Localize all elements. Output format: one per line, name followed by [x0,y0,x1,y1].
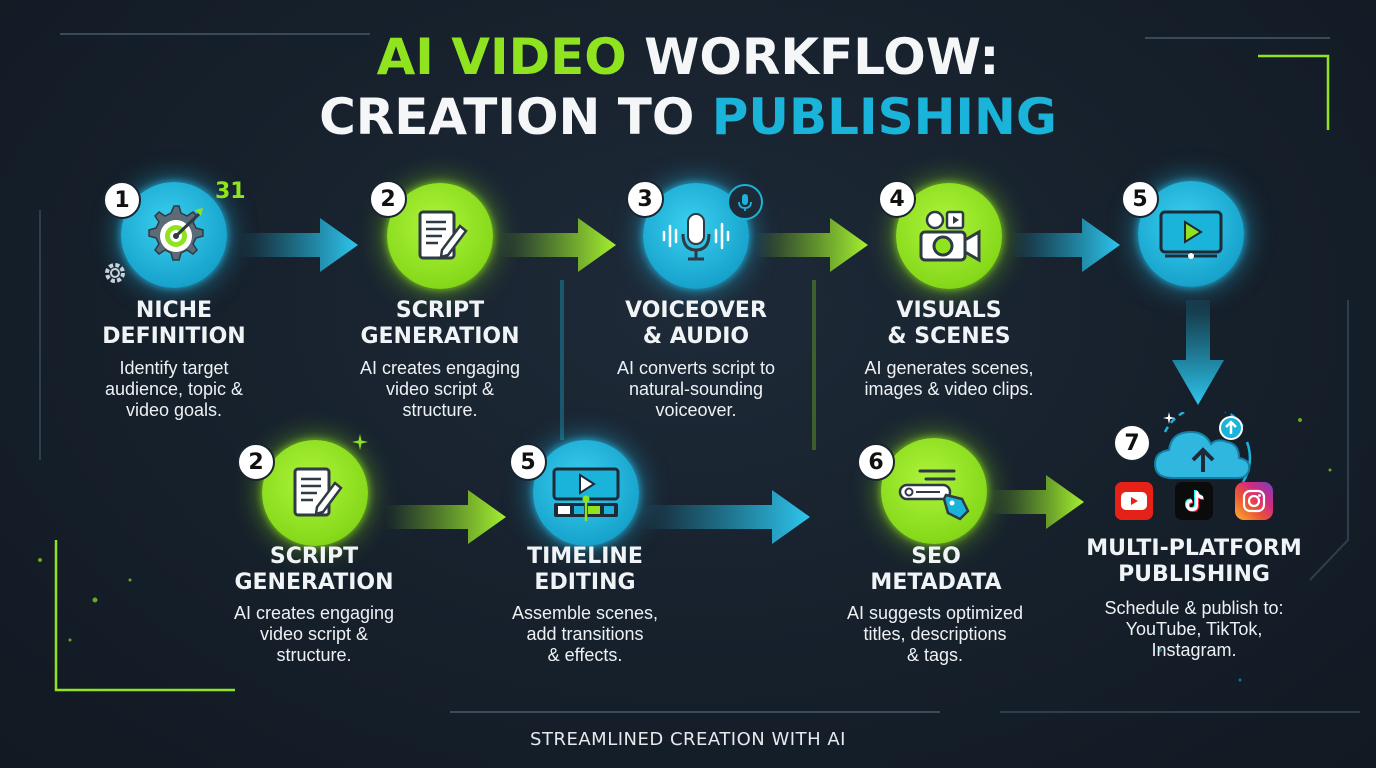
node-2-desc: AI creates engaging video script & struc… [359,358,521,420]
document-pencil-icon [418,210,468,260]
step-badge: 7 [1113,424,1151,462]
arrow-2-3 [500,218,616,272]
node-6-desc: AI suggests optimized titles, descriptio… [846,603,1024,665]
timeline-editor-icon [552,467,620,521]
cloud-upload-icon [1153,412,1252,483]
target-gear-icon [148,205,204,261]
title-text: CREATION TO [319,88,695,146]
arrow-r2-1 [385,490,506,544]
node-5b-title: TIMELINE EDITING [527,544,643,595]
step-badge: 6 [857,443,895,481]
title-highlight: PUBLISHING [711,88,1057,146]
microphone-icon [662,213,730,261]
arrow-r2-3 [990,475,1084,529]
camera-icon [919,210,981,263]
step-badge: 5 [1121,180,1159,218]
youtube-icon[interactable] [1115,482,1153,520]
instagram-icon[interactable] [1235,482,1273,520]
title-text: WORKFLOW: [644,28,1000,86]
step-badge: 2 [369,180,407,218]
step-badge: 2 [237,443,275,481]
node-1-circle [121,182,227,288]
footer-tagline: STREAMLINED CREATION WITH AI [530,729,846,750]
sparkle-icon [1163,412,1175,424]
svg-text:31: 31 [215,179,246,202]
title-highlight: AI VIDEO [376,28,627,86]
node-2-title: SCRIPT GENERATION [360,298,520,349]
node-4-desc: AI generates scenes, images & video clip… [864,358,1034,399]
step-badge: 4 [878,180,916,218]
step-badge: 5 [509,443,547,481]
sparkle-icon [352,434,368,450]
page-title-line-1: AI VIDEO WORKFLOW: [0,28,1376,86]
mic-badge-icon [727,184,763,220]
search-tag-icon [898,469,970,521]
node-3-title: VOICEOVER & AUDIO [625,298,767,349]
node-4-title: VISUALS & SCENES [887,298,1011,349]
node-7-title: MULTI-PLATFORM PUBLISHING [1086,536,1302,587]
tiktok-icon[interactable] [1175,482,1213,520]
document-pencil-icon [293,467,343,517]
node-6-title: SEO METADATA [870,544,1002,595]
arrow-5-7 [1172,300,1224,405]
step-badge: 3 [626,180,664,218]
node-5b-desc: Assemble scenes, add transitions & effec… [511,603,659,665]
arrow-3-4 [755,218,868,272]
node-5b-circle [533,440,639,546]
node-3-desc: AI converts script to natural-sounding v… [616,358,776,420]
node-6-circle [881,438,987,544]
arrow-4-5 [1010,218,1120,272]
node-1-title: NICHE DEFINITION [102,298,246,349]
node-2b-desc: AI creates engaging video script & struc… [233,603,395,665]
node-1-desc: Identify target audience, topic & video … [104,358,244,420]
gear-icon [105,263,125,283]
video-player-icon [1159,210,1223,259]
node-2b-title: SCRIPT GENERATION [234,544,394,595]
arrow-1-2 [240,218,358,272]
arrow-r2-2 [640,490,810,544]
node-2b-circle [262,440,368,546]
node-7-desc: Schedule & publish to: YouTube, TikTok, … [1104,598,1284,660]
page-title-line-2: CREATION TO PUBLISHING [0,88,1376,146]
step-badge: 1 [103,181,141,219]
calendar-number-icon: 31 [215,179,246,202]
